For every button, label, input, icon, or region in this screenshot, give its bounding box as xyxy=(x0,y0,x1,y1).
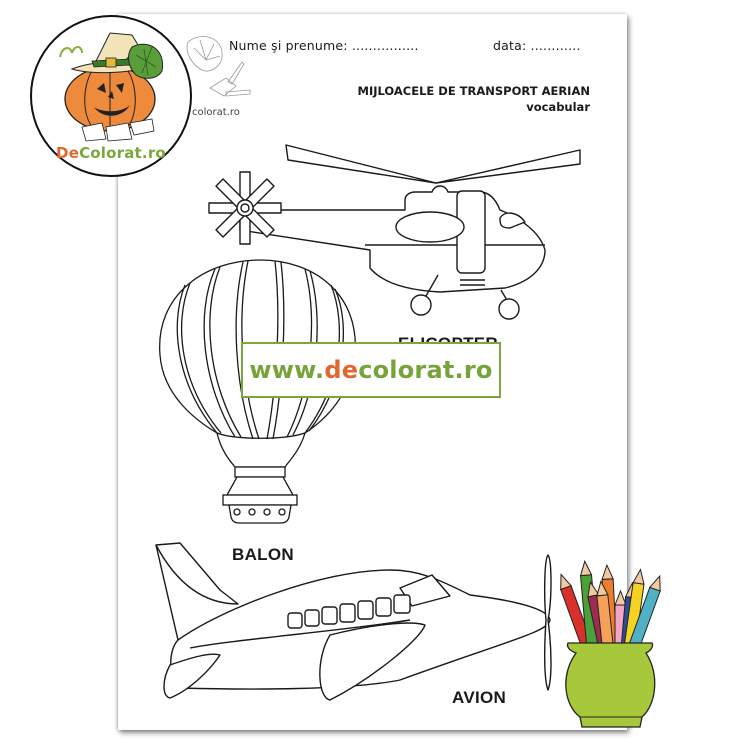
logo-brand-prefix: De xyxy=(56,144,80,162)
faded-logo-sketch-icon xyxy=(186,36,251,97)
name-field: Nume şi prenume: ................ xyxy=(229,38,419,53)
pumpkin-witch-hat-icon xyxy=(59,32,164,142)
watermark-highlight: de xyxy=(324,356,359,384)
airplane-label: AVION xyxy=(452,688,507,707)
watermark-prefix: www. xyxy=(249,356,325,384)
faded-logo-text: colorat.ro xyxy=(192,107,240,118)
title-text: MIJLOACELE DE TRANSPORT AERIAN xyxy=(357,84,591,98)
date-field: data: ............ xyxy=(493,38,581,53)
logo-brand-rest: Colorat.ro xyxy=(79,144,166,162)
logo-brand-text: DeColorat.ro xyxy=(32,144,190,162)
helicopter-icon xyxy=(208,144,581,320)
watermark-suffix: colorat.ro xyxy=(358,356,493,384)
airplane-icon xyxy=(155,542,552,701)
site-logo[interactable]: DeColorat.ro xyxy=(30,15,192,177)
worksheet-title: MIJLOACELE DE TRANSPORT AERIAN vocabular xyxy=(358,83,591,115)
subtitle-text: vocabular xyxy=(526,100,590,114)
pencil-cup-icon xyxy=(560,559,661,728)
balloon-label: BALON xyxy=(232,545,294,564)
